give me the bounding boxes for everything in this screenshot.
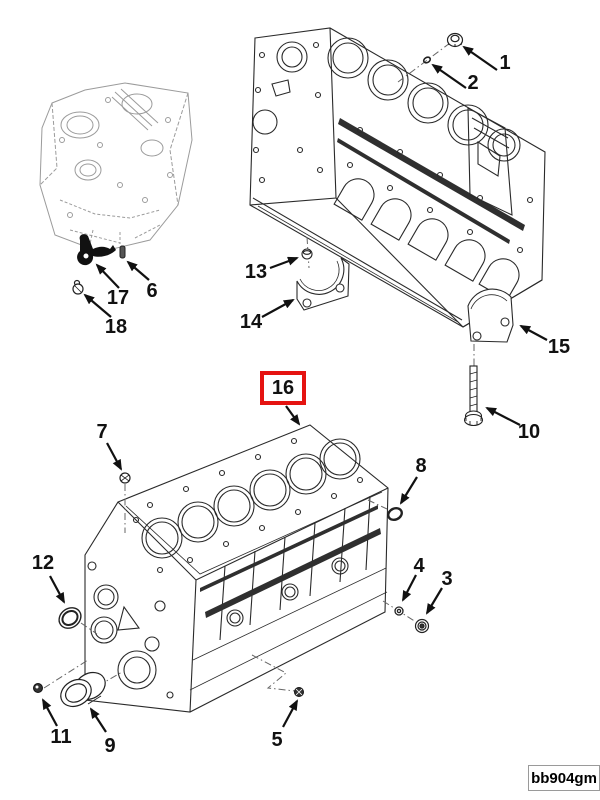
- plug-part-11: [33, 683, 43, 693]
- nozzle-part-17: [77, 234, 116, 266]
- plug-part-13: [301, 248, 313, 260]
- callout-18[interactable]: 18: [104, 316, 128, 338]
- callout-16[interactable]: 16: [271, 377, 295, 399]
- highlight-box: 16: [260, 371, 306, 405]
- callout-1[interactable]: 1: [499, 52, 511, 74]
- ghost-block-drawing: [39, 82, 193, 253]
- callout-7[interactable]: 7: [96, 421, 108, 443]
- oring-part-8: [387, 507, 403, 521]
- lower-block-drawing: [84, 424, 389, 713]
- drawing-code: bb904gm: [531, 769, 597, 787]
- callout-10[interactable]: 10: [517, 421, 541, 443]
- callout-3[interactable]: 3: [441, 568, 453, 590]
- callout-17[interactable]: 17: [106, 287, 130, 309]
- callout-14[interactable]: 14: [239, 311, 263, 333]
- callout-15[interactable]: 15: [547, 336, 571, 358]
- callout-9[interactable]: 9: [104, 735, 116, 757]
- bushing-part-9: [60, 671, 106, 708]
- nut-part-3: [414, 618, 430, 634]
- callout-8[interactable]: 8: [415, 455, 427, 477]
- pin-part-6: [119, 245, 126, 259]
- washer-part-4: [394, 606, 404, 616]
- callout-4[interactable]: 4: [413, 555, 425, 577]
- callout-13[interactable]: 13: [244, 261, 268, 283]
- callout-arrows: [42, 45, 548, 733]
- bolt-part-10: [463, 365, 484, 427]
- nut-part-1: [446, 32, 464, 48]
- callout-6[interactable]: 6: [146, 280, 158, 302]
- drawing-code-box: bb904gm: [528, 765, 600, 791]
- nut-part-5: [294, 687, 304, 697]
- bracket-part-14: [296, 257, 350, 311]
- callout-11[interactable]: 11: [50, 726, 72, 748]
- callout-12[interactable]: 12: [31, 552, 55, 574]
- plug-part-7: [119, 472, 131, 484]
- oring-part-12: [58, 607, 82, 629]
- callout-2[interactable]: 2: [467, 72, 479, 94]
- upper-block-drawing: [249, 27, 546, 328]
- callout-5[interactable]: 5: [271, 729, 283, 751]
- bracket-part-15: [467, 288, 514, 343]
- oring-part-2: [422, 56, 432, 64]
- plug-part-18: [72, 279, 84, 295]
